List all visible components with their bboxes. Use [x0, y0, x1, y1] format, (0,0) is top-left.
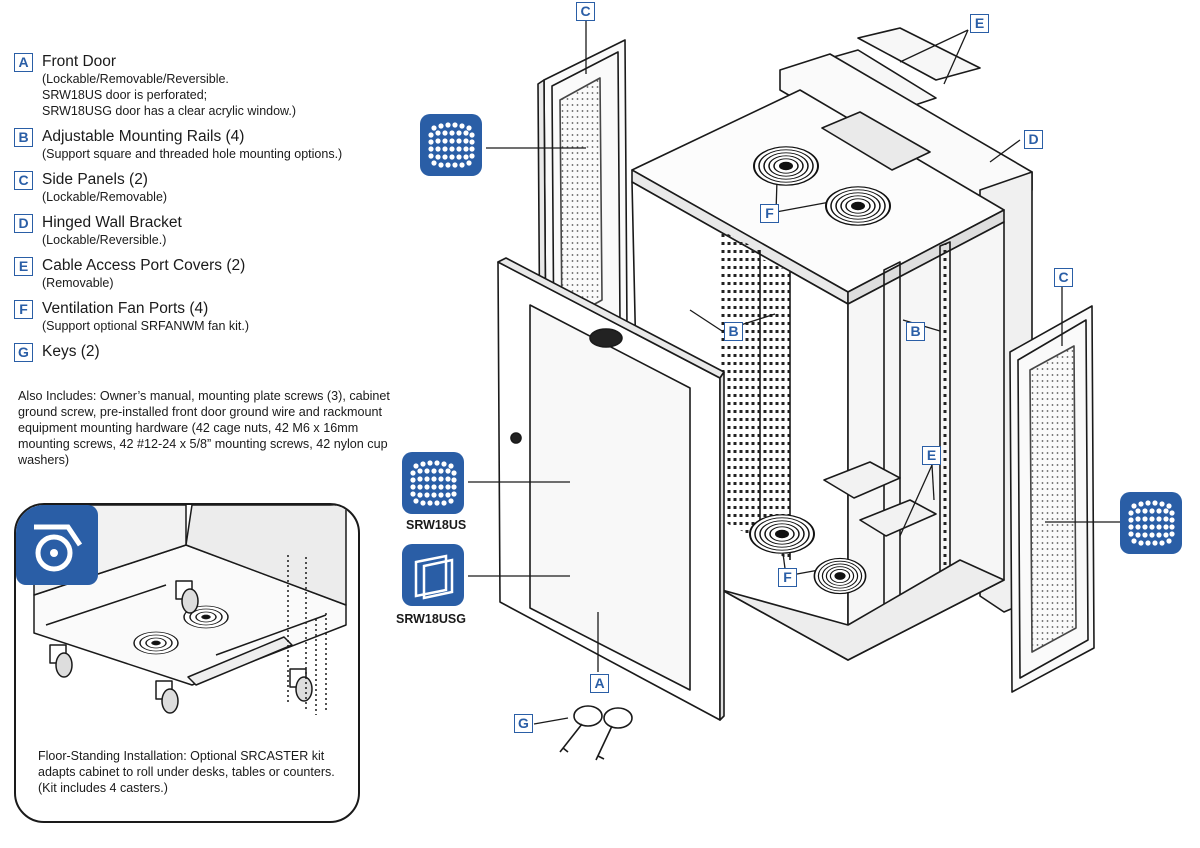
legend-item-title: Hinged Wall Bracket [42, 214, 182, 231]
callout-f-top: F [760, 204, 779, 223]
legend-key-badge: B [14, 128, 33, 147]
perforated-door-icon [420, 114, 482, 176]
perforated-door-icon [402, 452, 464, 514]
legend-item-title: Front Door [42, 53, 117, 70]
legend-key-badge: E [14, 257, 33, 276]
right-side-panel [1009, 305, 1095, 693]
legend-item-d: D Hinged Wall Bracket (Lockable/Reversib… [14, 213, 404, 248]
legend-item-title: Ventilation Fan Ports (4) [42, 300, 209, 317]
variant-label-perforated: SRW18US [406, 518, 467, 532]
legend-item-desc: (Lockable/Reversible.) [42, 233, 167, 247]
caster-wheel [155, 680, 179, 714]
caster-wheel-icon [34, 524, 83, 572]
front-door [497, 257, 725, 721]
legend-item-title: Keys (2) [42, 343, 100, 360]
perforated-side-panel-icon [1120, 492, 1182, 554]
callout-a: A [590, 674, 609, 693]
legend-item-title: Side Panels (2) [42, 171, 148, 188]
legend-key-badge: D [14, 214, 33, 233]
caster-wheel [175, 580, 199, 614]
callout-e-bottom: E [922, 446, 941, 465]
callout-b-left: B [724, 322, 743, 341]
legend-item-g: G Keys (2) [14, 342, 404, 362]
legend-item-title: Adjustable Mounting Rails (4) [42, 128, 245, 145]
variant-label-acrylic: SRW18USG [396, 612, 466, 626]
legend-item-f: F Ventilation Fan Ports (4) (Support opt… [14, 299, 404, 334]
legend-item-c: C Side Panels (2) (Lockable/Removable) [14, 170, 404, 205]
caster-wheel [49, 644, 73, 678]
callout-g: G [514, 714, 533, 733]
left-side-panel [537, 39, 628, 375]
parts-legend: A Front Door (Lockable/Removable/Reversi… [14, 52, 404, 369]
cabinet-top [631, 89, 1005, 305]
caster-caption: Floor-Standing Installation: Optional SR… [38, 749, 335, 795]
legend-item-desc: (Lockable/Removable/Reversible. SRW18US … [42, 72, 297, 118]
acrylic-window-icon [402, 544, 464, 606]
caster-illustration [16, 505, 347, 715]
caster-wheel [289, 668, 313, 702]
callout-d: D [1024, 130, 1043, 149]
keys [559, 705, 633, 761]
legend-key-badge: C [14, 171, 33, 190]
legend-key-badge: F [14, 300, 33, 319]
legend-item-desc: (Support optional SRFANWM fan kit.) [42, 319, 250, 333]
legend-item-desc: (Removable) [42, 276, 114, 290]
callout-c-right: C [1054, 268, 1073, 287]
legend-item-b: B Adjustable Mounting Rails (4) (Support… [14, 127, 404, 162]
callout-e-top: E [970, 14, 989, 33]
legend-item-title: Cable Access Port Covers (2) [42, 257, 246, 274]
legend-key-badge: G [14, 343, 33, 362]
also-includes-text: Also Includes: Owner’s manual, mounting … [18, 389, 390, 467]
legend-key-badge: A [14, 53, 33, 72]
legend-item-desc: (Support square and threaded hole mounti… [42, 147, 343, 161]
callout-c-top: C [576, 2, 595, 21]
legend-item-a: A Front Door (Lockable/Removable/Reversi… [14, 52, 404, 119]
legend-item-e: E Cable Access Port Covers (2) (Removabl… [14, 256, 404, 291]
callout-f-bottom: F [778, 568, 797, 587]
legend-item-desc: (Lockable/Removable) [42, 190, 168, 204]
callout-b-right: B [906, 322, 925, 341]
caster-inset: Floor-Standing Installation: Optional SR… [14, 503, 360, 823]
